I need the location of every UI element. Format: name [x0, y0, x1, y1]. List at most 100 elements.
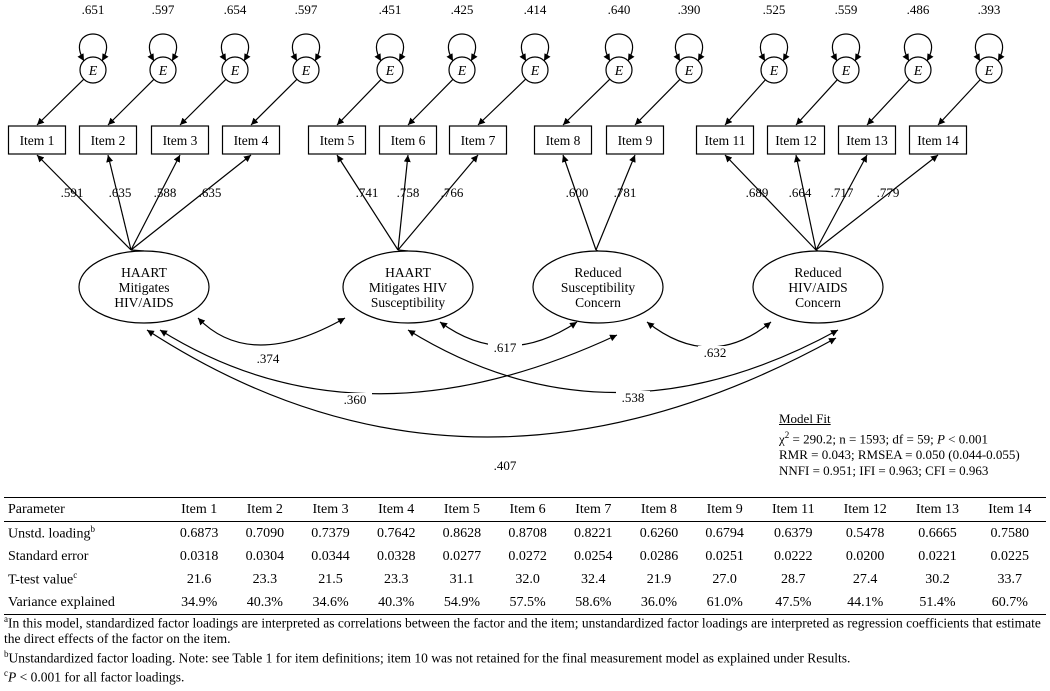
error-variance-label: .525 [763, 2, 786, 17]
table-cell: 33.7 [997, 571, 1023, 587]
header-item: Item 5 [443, 501, 480, 517]
error-to-item-arrow [866, 79, 910, 126]
item-label: Item 13 [846, 133, 888, 148]
table-cell: 36.0% [640, 594, 678, 610]
model-fit-title: Model Fit [779, 411, 831, 426]
item-label: Item 6 [391, 133, 426, 148]
table-cell: 21.6 [186, 571, 212, 587]
footnote-a-text: In this model, standardized factor loadi… [4, 615, 1041, 647]
item-label: Item 1 [20, 133, 55, 148]
factor-loading-arrow [815, 154, 939, 251]
table-cell: 34.6% [312, 594, 349, 610]
item-label: Item 3 [163, 133, 198, 148]
error-circle [605, 56, 633, 84]
error-label: E [684, 64, 694, 79]
table-cell: 0.0277 [442, 548, 482, 564]
table-cell: 21.5 [318, 571, 343, 587]
table-cell: 0.8221 [574, 525, 613, 541]
chi-values: = 290.2; n = 1593; df = 59; [789, 431, 937, 447]
error-label: E [457, 64, 467, 79]
row-label-footnote-mark: b [90, 524, 95, 535]
factor-label-line: Susceptibility [561, 280, 636, 295]
error-circle [675, 56, 703, 84]
table-cell: 0.8628 [442, 525, 482, 541]
correlation-label-bg [338, 393, 372, 407]
item-box [221, 125, 281, 155]
table-cell: 0.0318 [179, 548, 219, 564]
factor-loading-label: .600 [566, 185, 589, 200]
factor-ellipse [532, 250, 664, 324]
factor-correlation-label: .538 [622, 390, 645, 405]
row-label: Variance explained [8, 594, 115, 610]
item-box [448, 125, 508, 155]
factor-label-line: HIV/AIDS [788, 280, 847, 295]
error-variance-label: .654 [224, 2, 247, 17]
model-fit-chi-square: χ2 = 290.2; n = 1593; df = 59; P < 0.001 [779, 427, 1020, 447]
chi-superscript: 2 [784, 430, 790, 440]
table-cell: 0.8708 [508, 525, 547, 541]
item-box [78, 125, 138, 155]
factor-correlation-label: .632 [704, 345, 727, 360]
error-variance-arc [902, 33, 934, 62]
error-variance-arc [290, 33, 322, 62]
table-cell: 0.0221 [918, 548, 957, 564]
footnote-c: cP < 0.001 for all factor loadings. [4, 666, 1044, 685]
error-to-item-arrow [336, 79, 382, 126]
chi-symbol: χ [779, 431, 785, 447]
item-label: Item 5 [320, 133, 355, 148]
factor-loading-label: .779 [877, 185, 900, 200]
error-variance-arc [603, 33, 635, 62]
header-item: Item 9 [706, 501, 743, 517]
header-item: Item 12 [843, 501, 887, 517]
footnote-c-mark: c [4, 667, 8, 678]
item-label: Item 9 [618, 133, 653, 148]
table-cell: 0.7379 [311, 525, 350, 541]
factor-loading-label: .781 [614, 185, 637, 200]
error-variance-arc [446, 33, 478, 62]
error-circle [221, 56, 249, 84]
error-to-item-arrow [724, 79, 766, 126]
table-cell: 0.0222 [774, 548, 813, 564]
error-to-item-arrow [634, 78, 681, 126]
footnote-c-p: P [8, 669, 17, 684]
factor-loading-label: .588 [154, 185, 177, 200]
factor-correlation-label: .617 [494, 340, 517, 355]
error-to-item-arrow [562, 78, 611, 126]
factor-loading-arrow [724, 154, 817, 251]
table-cell: 23.3 [383, 571, 409, 587]
factor-loading-label: .758 [397, 185, 420, 200]
error-label: E [913, 64, 923, 79]
error-variance-arc [758, 33, 790, 62]
factor-correlation-label: .407 [494, 458, 517, 473]
error-variance-label: .393 [978, 2, 1001, 17]
error-label: E [769, 64, 779, 79]
item-label: Item 7 [461, 133, 496, 148]
item-box [766, 125, 826, 155]
error-variance-arc [973, 33, 1005, 62]
correlation-label-bg [488, 459, 522, 473]
header-item: Item 2 [246, 501, 283, 517]
factor-correlation-arc [146, 329, 837, 438]
error-label: E [385, 64, 395, 79]
error-circle [760, 56, 788, 84]
table-cell: 0.0304 [245, 548, 285, 564]
table-cell: 0.7090 [245, 525, 285, 541]
error-label: E [301, 64, 311, 79]
header-item: Item 14 [988, 501, 1032, 517]
table-cell: 32.0 [515, 571, 540, 587]
row-label-footnote-mark: c [73, 570, 78, 581]
item-label: Item 12 [775, 133, 817, 148]
table-cell: 0.0200 [845, 548, 885, 564]
header-item: Item 3 [312, 501, 349, 517]
item-label: Item 14 [917, 133, 959, 148]
factor-ellipse [78, 250, 210, 324]
error-circle [376, 56, 404, 84]
header-item: Item 13 [915, 501, 960, 517]
error-circle [149, 56, 177, 84]
factor-correlation-arc [646, 321, 772, 348]
table-cell: 0.7580 [990, 525, 1030, 541]
